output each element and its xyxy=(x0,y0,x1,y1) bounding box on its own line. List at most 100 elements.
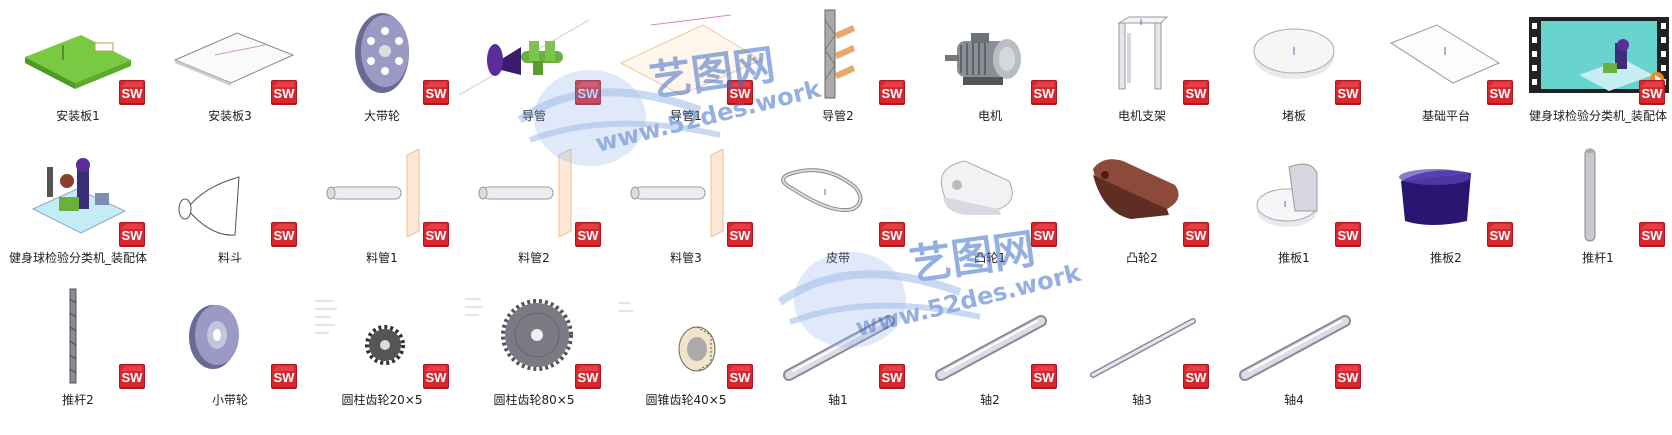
file-name: 轴3 xyxy=(1132,393,1152,407)
file-item[interactable]: SW 推杆1 xyxy=(1523,147,1672,297)
file-item[interactable]: SW 推板2 xyxy=(1371,147,1521,297)
file-item[interactable]: SW 推板1 xyxy=(1219,147,1369,297)
solidworks-file-icon: SW xyxy=(270,79,298,106)
file-item[interactable]: SW 安装板3 xyxy=(155,5,305,155)
file-item[interactable]: SW 轴2 xyxy=(915,289,1065,435)
svg-text:SW: SW xyxy=(882,370,904,385)
file-name: 电机支架 xyxy=(1117,109,1166,123)
solidworks-file-icon: SW xyxy=(422,221,450,248)
file-name: 轴4 xyxy=(1284,393,1304,407)
file-item[interactable]: SW 健身球检验分类机_装配体 xyxy=(3,147,153,297)
file-name: 推杆1 xyxy=(1582,251,1614,265)
file-item[interactable]: SW 电机支架 xyxy=(1067,5,1217,155)
svg-text:SW: SW xyxy=(1338,228,1360,243)
file-thumbnail xyxy=(3,5,153,105)
file-name: 圆锥齿轮40×5 xyxy=(645,393,727,407)
file-item[interactable]: SW 圆柱齿轮20×5 xyxy=(307,289,457,435)
file-name: 小带轮 xyxy=(211,393,248,407)
file-item[interactable]: SW 基础平台 xyxy=(1371,5,1521,155)
svg-text:SW: SW xyxy=(274,86,296,101)
file-item[interactable]: SW 导管1 xyxy=(611,5,763,155)
file-name: 导管1 xyxy=(670,109,702,123)
solidworks-file-icon: SW xyxy=(574,363,602,390)
solidworks-file-icon: SW xyxy=(118,79,146,106)
solidworks-file-icon: SW xyxy=(726,221,754,248)
svg-text:SW: SW xyxy=(1186,86,1208,101)
svg-text:SW: SW xyxy=(730,86,752,101)
file-thumbnail xyxy=(3,288,153,389)
file-name: 基础平台 xyxy=(1421,109,1470,123)
file-item[interactable]: SW 圆柱齿轮80×5 xyxy=(459,289,609,435)
solidworks-file-icon: SW xyxy=(1334,363,1362,390)
svg-text:SW: SW xyxy=(1642,228,1664,243)
svg-text:SW: SW xyxy=(882,228,904,243)
file-name: 凸轮1 xyxy=(974,251,1006,265)
file-name: 料管1 xyxy=(366,251,398,265)
solidworks-file-icon: SW xyxy=(574,79,602,106)
file-name: 大带轮 xyxy=(363,109,400,123)
file-item[interactable]: SW 料斗 xyxy=(155,147,305,297)
file-item[interactable]: SW 凸轮1 xyxy=(915,147,1065,297)
solidworks-file-icon: SW xyxy=(1030,221,1058,248)
file-name: 圆柱齿轮80×5 xyxy=(493,393,575,407)
svg-text:SW: SW xyxy=(730,370,752,385)
file-item[interactable]: SW 料管3 xyxy=(611,147,761,297)
file-item[interactable]: SW 推杆2 xyxy=(3,288,153,435)
svg-text:SW: SW xyxy=(730,228,752,243)
solidworks-file-icon: SW xyxy=(574,221,602,248)
file-item[interactable]: SW 健身球检验分类机_装配体 xyxy=(1523,5,1672,155)
solidworks-file-icon: SW xyxy=(270,363,298,390)
file-thumbnail xyxy=(459,147,609,247)
file-item[interactable]: SW 料管1 xyxy=(307,147,457,297)
file-name: 导管 xyxy=(521,109,546,123)
file-thumbnail xyxy=(155,147,305,247)
solidworks-file-icon: SW xyxy=(1182,79,1210,106)
svg-text:SW: SW xyxy=(578,86,600,101)
svg-text:SW: SW xyxy=(426,86,448,101)
solidworks-file-icon: SW xyxy=(1638,79,1666,106)
file-item[interactable]: SW 轴1 xyxy=(763,289,913,435)
file-item[interactable]: SW 堵板 xyxy=(1219,5,1369,155)
file-item[interactable]: SW 电机 xyxy=(915,5,1065,155)
svg-text:SW: SW xyxy=(122,370,144,385)
file-thumbnail xyxy=(155,289,305,389)
file-name: 安装板3 xyxy=(208,109,252,123)
svg-text:SW: SW xyxy=(1642,86,1664,101)
file-item[interactable]: SW 凸轮2 xyxy=(1067,147,1217,297)
file-thumbnail xyxy=(1067,147,1217,247)
file-thumbnail xyxy=(1371,5,1521,105)
solidworks-file-icon: SW xyxy=(1486,79,1514,106)
svg-text:SW: SW xyxy=(122,86,144,101)
svg-text:SW: SW xyxy=(578,370,600,385)
svg-text:SW: SW xyxy=(1186,370,1208,385)
file-item[interactable]: SW 小带轮 xyxy=(155,289,305,435)
svg-text:SW: SW xyxy=(1338,370,1360,385)
solidworks-file-icon: SW xyxy=(270,221,298,248)
file-thumbnail xyxy=(611,289,761,389)
svg-text:SW: SW xyxy=(426,370,448,385)
file-item[interactable]: SW 导管2 xyxy=(763,5,913,155)
file-item[interactable]: SW 导管 xyxy=(458,5,609,155)
solidworks-file-icon: SW xyxy=(726,79,754,106)
file-name: 健身球检验分类机_装配体 xyxy=(8,251,147,265)
svg-text:SW: SW xyxy=(426,228,448,243)
file-thumbnail xyxy=(915,5,1065,105)
file-item[interactable]: SW 轴3 xyxy=(1067,289,1217,435)
solidworks-file-icon: SW xyxy=(878,363,906,390)
file-thumbnail xyxy=(1523,147,1672,247)
file-item[interactable]: SW 安装板1 xyxy=(3,5,153,155)
file-thumbnail xyxy=(458,5,609,105)
file-item[interactable]: SW 圆锥齿轮40×5 xyxy=(611,289,761,435)
file-name: 皮带 xyxy=(825,251,850,265)
file-item[interactable]: SW 皮带 xyxy=(763,147,913,297)
file-thumbnail xyxy=(1219,147,1369,247)
file-thumbnail xyxy=(1371,147,1521,247)
file-item[interactable]: SW 料管2 xyxy=(459,147,609,297)
file-item[interactable]: SW 轴4 xyxy=(1219,289,1369,435)
solidworks-file-icon: SW xyxy=(1638,221,1666,248)
solidworks-file-icon: SW xyxy=(878,221,906,248)
file-item[interactable]: SW 大带轮 xyxy=(307,5,457,155)
file-name: 料管3 xyxy=(670,251,702,265)
svg-text:SW: SW xyxy=(274,228,296,243)
